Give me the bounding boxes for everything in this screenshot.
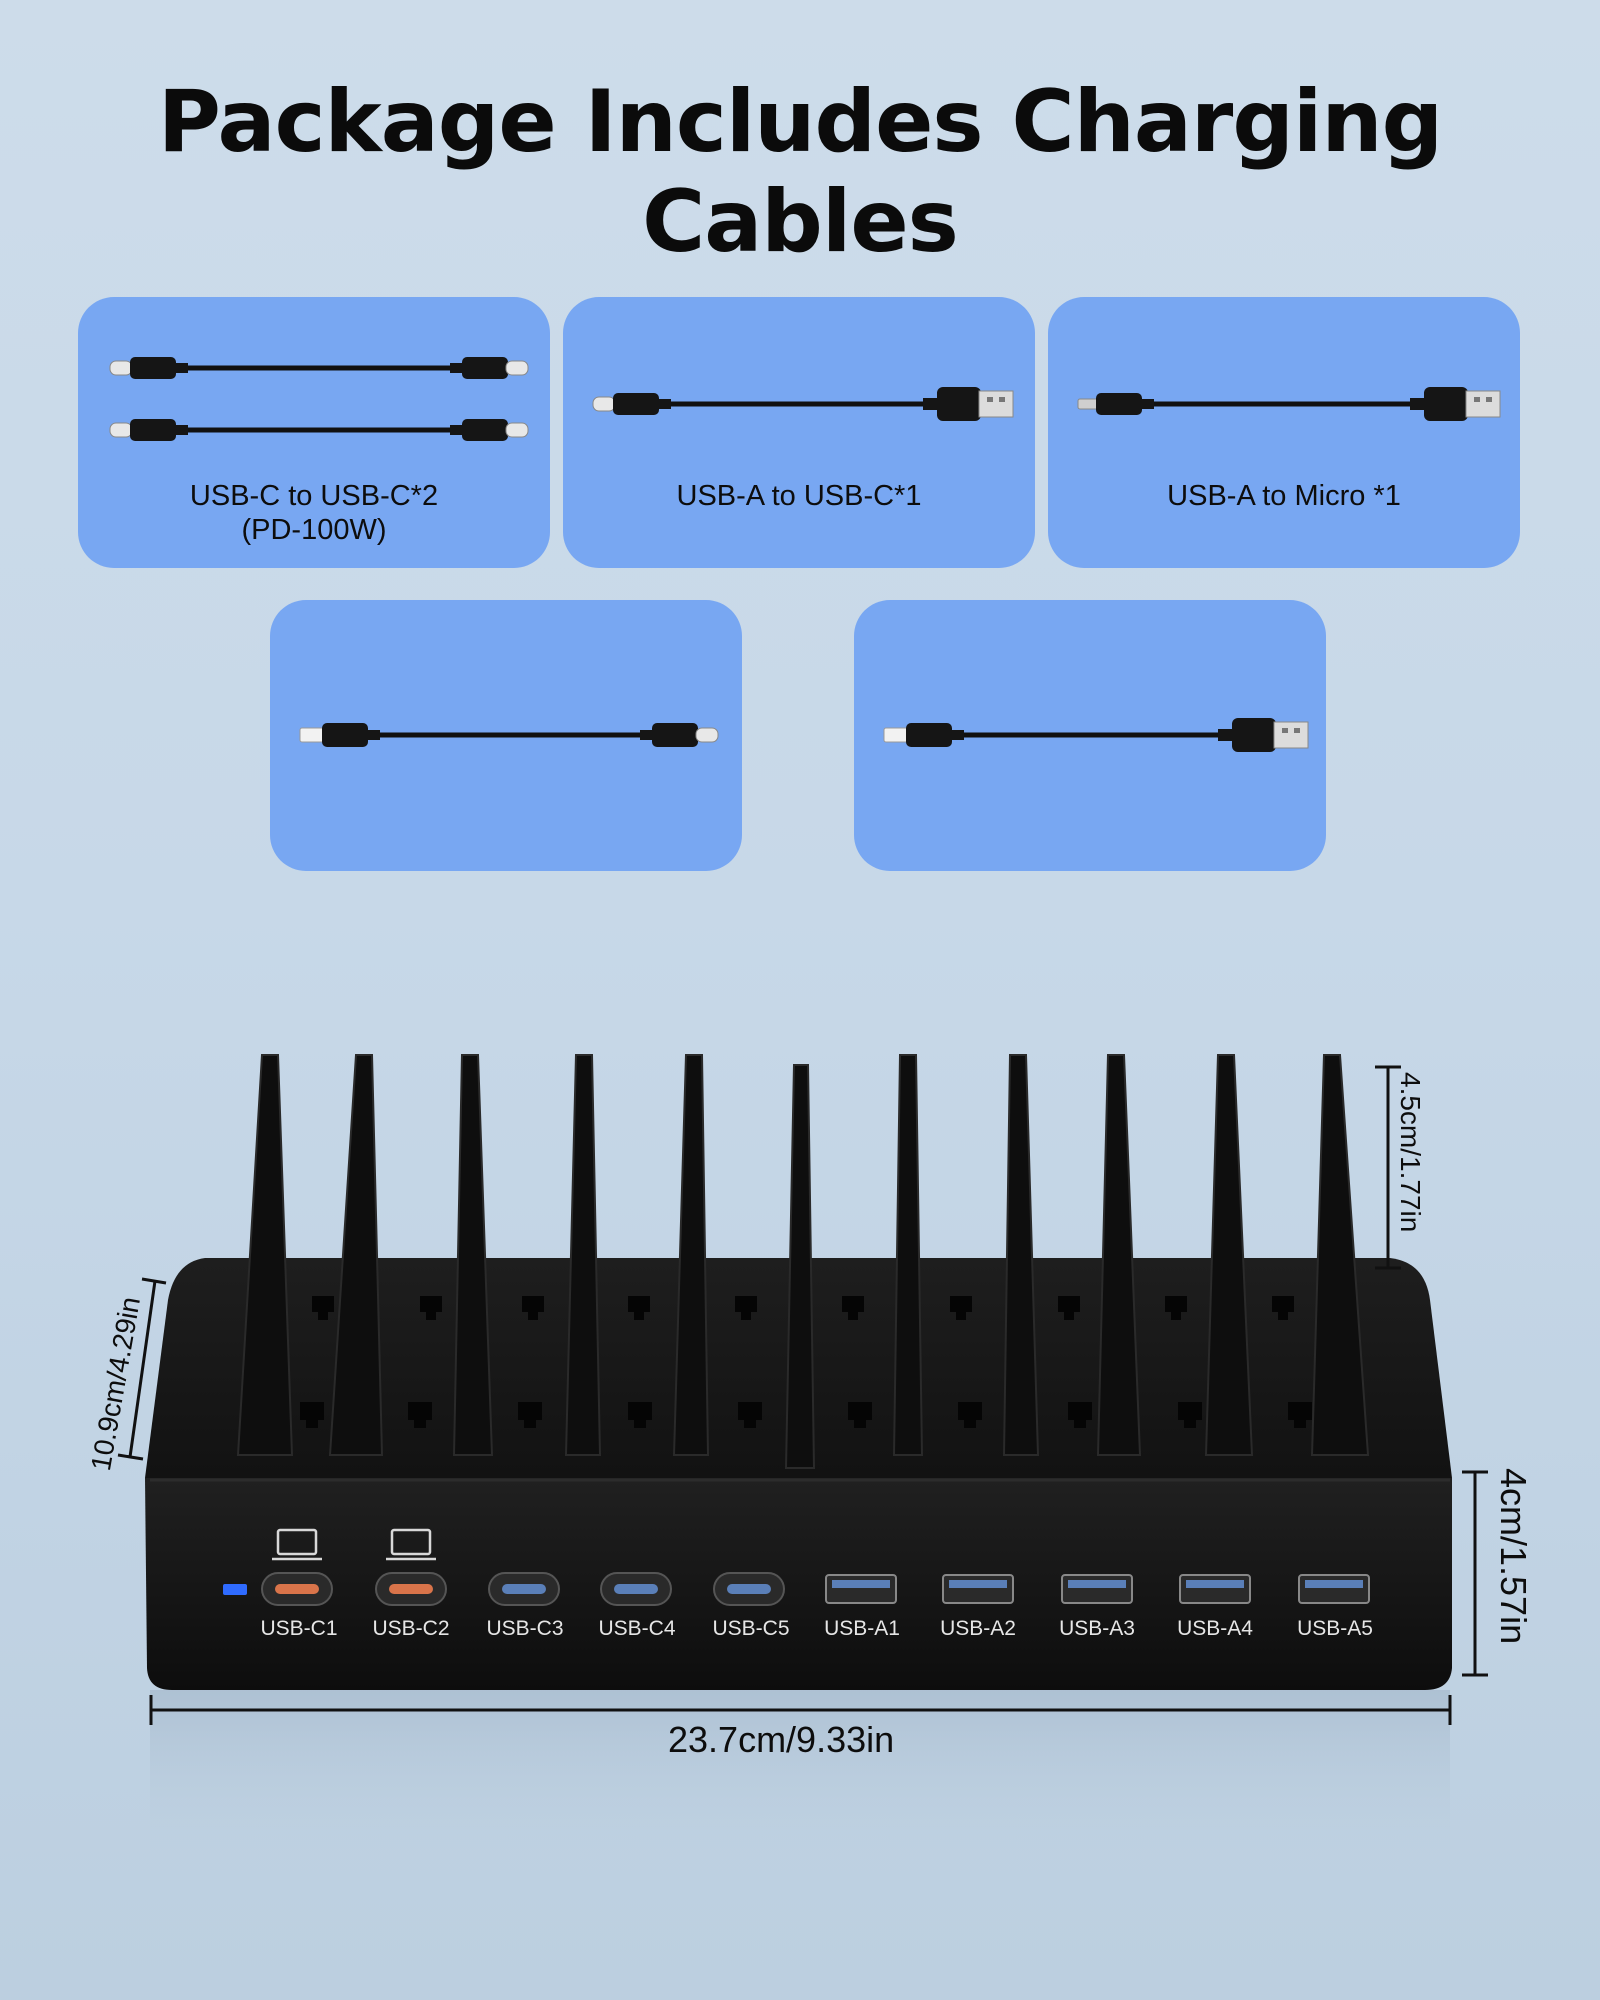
usb-c2-port[interactable] — [375, 1572, 447, 1606]
usb-a1-port[interactable] — [825, 1574, 897, 1604]
usb-a4-port[interactable] — [1179, 1574, 1251, 1604]
power-led — [223, 1584, 247, 1595]
width-dimension-label: 23.7cm/9.33in — [668, 1719, 895, 1760]
cable-card-a-to-c: USB-A to USB-C*1 — [563, 297, 1035, 568]
cable-label: USB-C to USB-C*2 — [189, 480, 439, 512]
port-label: USB-A2 — [940, 1617, 1016, 1640]
width-dimension-line — [149, 1695, 1452, 1725]
port-label: USB-A5 — [1297, 1617, 1373, 1640]
usb-a-to-lightning-cable-icon — [883, 718, 1309, 752]
charging-station-image: USB-C1 USB-C2 USB-C3 USB-C4 USB-C5 USB-A… — [117, 1054, 1488, 1860]
height-dimension-label: 4cm/1.57in — [1493, 1468, 1534, 1645]
cable-card-a-to-lightning — [854, 600, 1326, 871]
port-label: USB-A4 — [1177, 1617, 1253, 1640]
port-label: USB-C4 — [598, 1617, 675, 1640]
usb-a2-port[interactable] — [942, 1574, 1014, 1604]
usb-c-to-lightning-cable-icon — [299, 723, 719, 747]
depth-dimension-line — [117, 1277, 167, 1461]
cable-label: USB-A to Micro *1 — [1167, 480, 1401, 512]
usb-c4-port[interactable] — [600, 1572, 672, 1606]
usb-a3-port[interactable] — [1061, 1574, 1133, 1604]
divider-height-dimension-label: 4.5cm/1.77in — [1395, 1072, 1426, 1233]
port-label: USB-C1 — [260, 1617, 337, 1640]
usb-c5-port[interactable] — [713, 1572, 785, 1606]
port-label: USB-C2 — [372, 1617, 449, 1640]
page-title: Package Includes Charging Cables — [157, 72, 1443, 272]
cable-card-c-to-c: USB-C to USB-C*2 (PD-100W) — [78, 297, 550, 568]
port-label: USB-C5 — [712, 1617, 789, 1640]
usb-c3-port[interactable] — [488, 1572, 560, 1606]
laptop-icon — [386, 1528, 436, 1561]
laptop-icon — [272, 1528, 322, 1561]
cable-sublabel: (PD-100W) — [241, 514, 387, 546]
port-row — [261, 1572, 1370, 1606]
usb-c-to-usb-c-cable-icon — [109, 357, 529, 441]
usb-a5-port[interactable] — [1298, 1574, 1370, 1604]
usb-a-to-usb-c-cable-icon — [592, 387, 1014, 421]
usb-a-to-micro-cable-icon — [1077, 387, 1501, 421]
port-label: USB-C3 — [486, 1617, 563, 1640]
slot-holes — [300, 1296, 1312, 1428]
port-label: USB-A1 — [824, 1617, 900, 1640]
cable-label: USB-A to USB-C*1 — [676, 480, 922, 512]
port-label: USB-A3 — [1059, 1617, 1135, 1640]
height-dimension-line — [1462, 1470, 1488, 1677]
divider-plates — [236, 1054, 1370, 1469]
cable-card-a-to-micro: USB-A to Micro *1 — [1048, 297, 1520, 568]
cable-card-c-to-lightning — [270, 600, 742, 871]
usb-c1-port[interactable] — [261, 1572, 333, 1606]
divider-height-dimension-line — [1375, 1065, 1401, 1270]
